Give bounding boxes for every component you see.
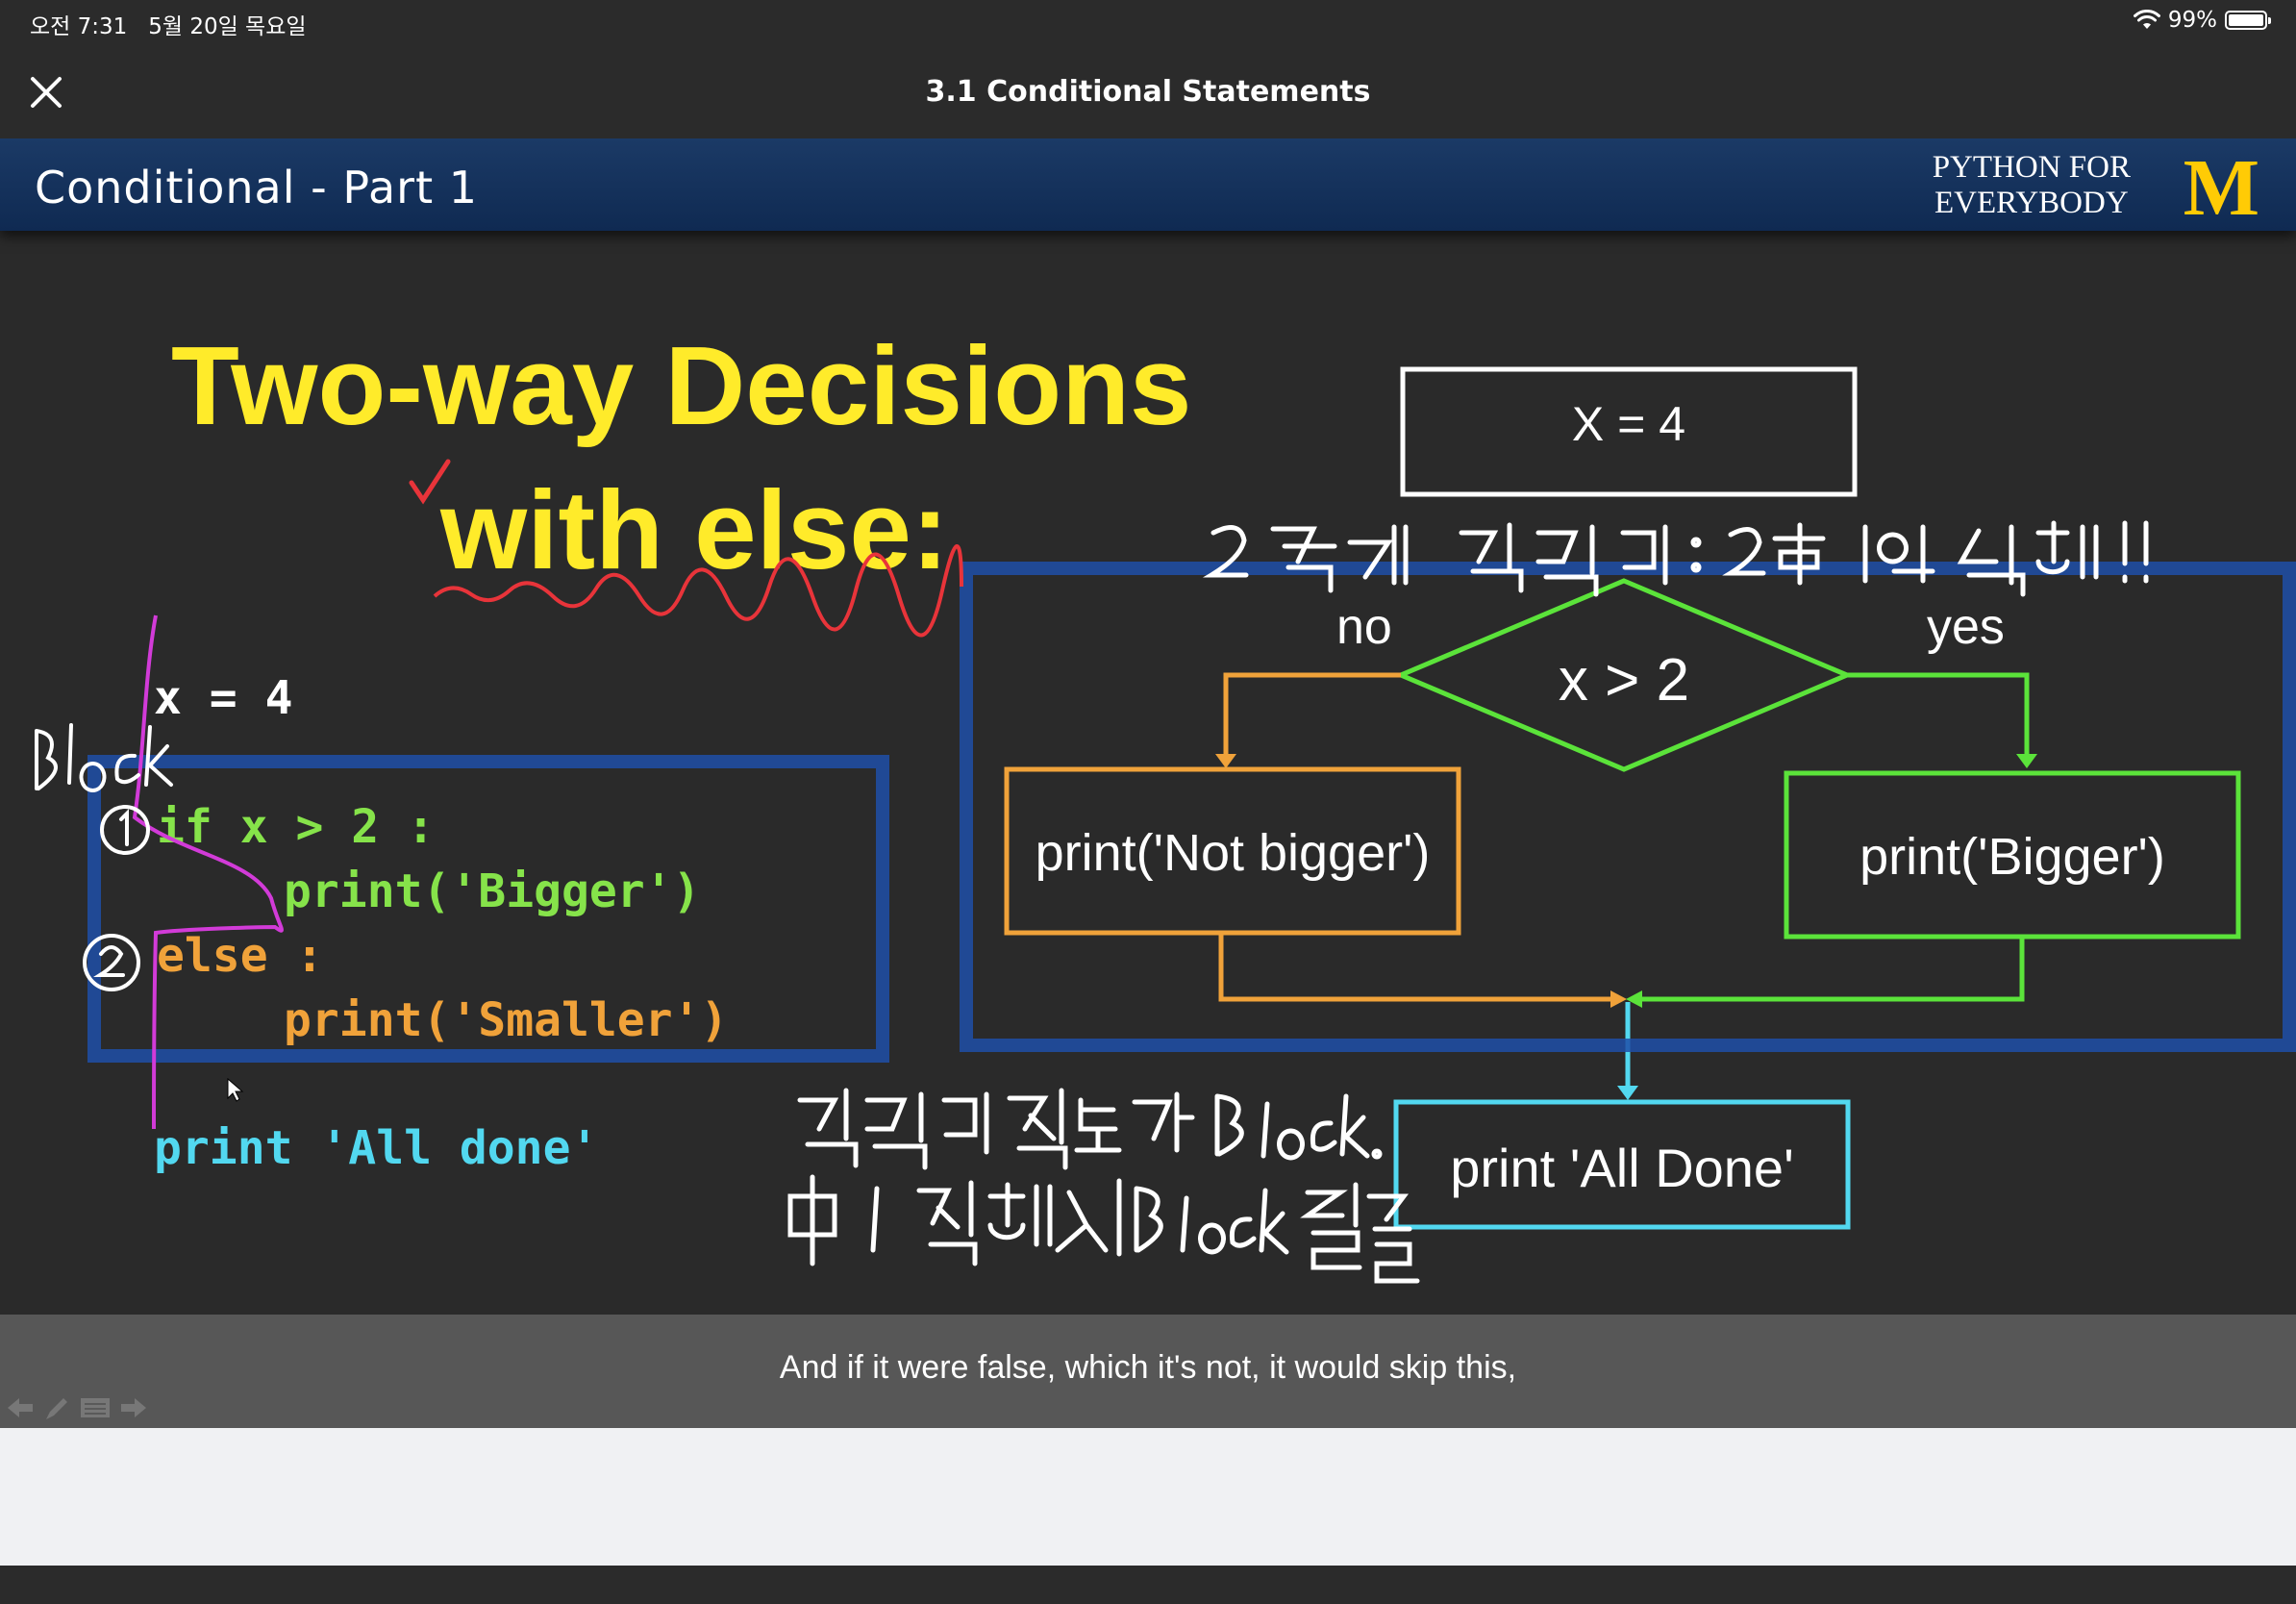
slide-header: Conditional - Part 1 PYTHON FOR EVERYBOD… <box>0 138 2296 231</box>
code-line-assign: x = 4 <box>154 671 293 725</box>
handwritten-block-label <box>35 723 173 792</box>
all-done-box <box>1393 1099 1851 1230</box>
code-line-print-bigger: print('Bigger') <box>284 865 701 918</box>
yes-merge-line <box>1639 937 2025 1002</box>
caption-text: And if it were false, which it's not, it… <box>779 1349 1517 1386</box>
yes-branch-arrow <box>1847 672 2030 759</box>
clock-time: 오전 7:31 <box>30 14 128 39</box>
yes-arrowhead <box>2016 754 2037 768</box>
battery-fill <box>2229 14 2263 26</box>
no-merge-arrowhead <box>1610 990 1627 1008</box>
flow-no-label: no <box>1336 599 1392 655</box>
handwritten-note-top <box>1202 520 2149 597</box>
brand-line-1: PYTHON FOR <box>1932 150 2131 185</box>
code-line-else: else : <box>157 929 324 983</box>
clock-date: 5월 20일 목요일 <box>148 14 307 39</box>
code-line-print-smaller: print('Smaller') <box>284 993 729 1047</box>
home-indicator-strip <box>0 1566 2296 1604</box>
bigger-box <box>1784 770 2241 940</box>
annotation-circle-2 <box>83 934 140 991</box>
player-bottom-area <box>0 1428 2296 1566</box>
status-bar: 오전 7:31 5월 20일 목요일 99% <box>0 0 2296 44</box>
slide-title-line-1: Two-way Decisions <box>171 323 1192 448</box>
slides-icon[interactable] <box>79 1394 112 1421</box>
top-bar: 3.1 Conditional Statements <box>0 44 2296 138</box>
arrow-right-icon[interactable] <box>119 1394 148 1421</box>
flow-highlight-box <box>960 562 2296 1052</box>
wifi-icon <box>2133 10 2160 29</box>
slide-header-title: Conditional - Part 1 <box>35 162 479 213</box>
arrow-left-icon[interactable] <box>6 1394 35 1421</box>
code-highlight-box <box>87 755 889 1063</box>
pen-icon[interactable] <box>42 1394 71 1421</box>
no-arrowhead <box>1215 754 1236 768</box>
flow-not-bigger-label: print('Not bigger') <box>1035 824 1431 882</box>
slide-drawing-tools <box>6 1391 148 1424</box>
brand-name: PYTHON FOR EVERYBODY <box>1933 150 2131 221</box>
flow-bigger-label: print('Bigger') <box>1859 828 2165 886</box>
code-line-print-done: print 'All done' <box>154 1121 599 1175</box>
video-player[interactable]: Conditional - Part 1 PYTHON FOR EVERYBOD… <box>0 138 2296 1315</box>
flow-all-done-label: print 'All Done' <box>1450 1138 1794 1198</box>
university-logo: M <box>2183 143 2259 233</box>
flow-start-label: X = 4 <box>1571 397 1686 451</box>
annotation-digit-1 <box>119 809 129 846</box>
red-underline <box>433 544 963 638</box>
red-check-mark <box>409 459 451 505</box>
yes-merge-arrowhead <box>1626 990 1642 1008</box>
battery-percent: 99% <box>2167 8 2217 33</box>
close-button[interactable] <box>23 69 69 115</box>
no-branch-arrow <box>1223 672 1401 759</box>
block-bracket <box>132 614 284 1130</box>
brand-line-2: EVERYBODY <box>1934 186 2129 220</box>
flowchart-diagram <box>35 366 2296 1284</box>
no-merge-line <box>1218 933 1615 1002</box>
code-line-if: if x > 2 : <box>157 800 435 854</box>
end-arrowhead <box>1617 1086 1638 1100</box>
status-indicators: 99% <box>2133 8 2271 33</box>
close-icon <box>31 77 62 108</box>
status-time: 오전 7:31 5월 20일 목요일 <box>30 8 307 40</box>
handwritten-note-bottom <box>787 1088 1420 1284</box>
battery-icon <box>2225 11 2271 30</box>
annotation-digit-2 <box>93 945 125 977</box>
start-box <box>1400 366 1858 497</box>
decision-diamond <box>1394 578 1854 772</box>
not-bigger-box <box>1004 766 1461 936</box>
flow-condition-label: x > 2 <box>1558 647 1690 714</box>
lecture-title: 3.1 Conditional Statements <box>925 75 1371 109</box>
flow-yes-label: yes <box>1927 599 2005 655</box>
mouse-cursor-icon <box>227 1077 244 1102</box>
annotation-circle-1 <box>100 805 150 855</box>
caption-bar: And if it were false, which it's not, it… <box>0 1315 2296 1428</box>
